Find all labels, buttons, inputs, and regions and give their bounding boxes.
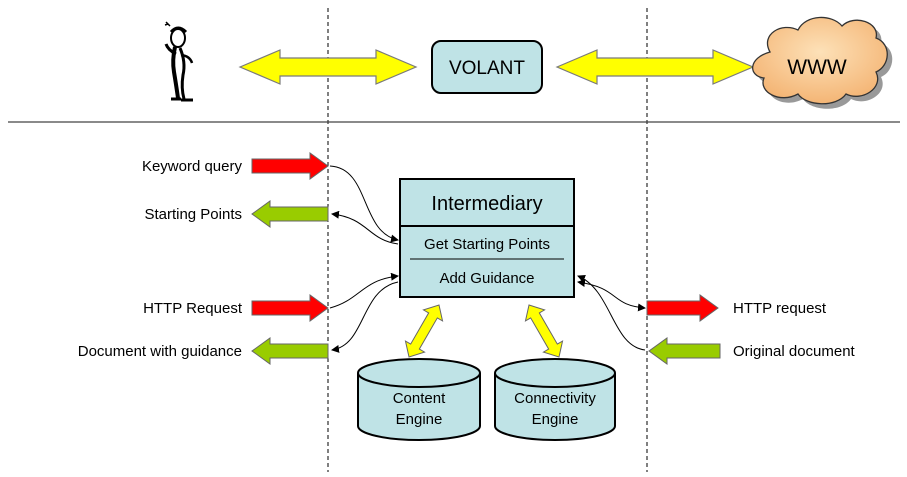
keyword-query-label: Keyword query: [142, 158, 243, 175]
http-to-intermediary-connector: [329, 272, 399, 309]
connectivity-engine-label-line2: Engine: [532, 411, 579, 428]
volant-box: [431, 40, 543, 94]
http-request-right-label: HTTP request: [733, 300, 827, 317]
add-guidance-label: Add Guidance: [439, 270, 534, 287]
content-engine-cylinder: [357, 358, 481, 441]
intermediary-to-starting-points-connector: [331, 210, 399, 245]
intermediary-title: Intermediary: [431, 193, 542, 215]
intermediary-box: [399, 178, 575, 298]
original-document-label: Original document: [733, 343, 856, 360]
http-request-right-red-arrow: [646, 294, 719, 322]
connectivity-engine-label-line1: Connectivity: [514, 390, 596, 407]
intermediary-to-document-connector: [331, 281, 399, 353]
keyword-to-intermediary-connector: [329, 165, 399, 243]
www-label: WWW: [787, 56, 847, 79]
volant-label: VOLANT: [449, 58, 525, 79]
http-request-left-red-arrow: [251, 294, 329, 322]
connectivity-engine-cylinder: [494, 358, 616, 441]
user-volant-double-arrow: [238, 49, 418, 85]
content-engine-link-arrow: [404, 304, 444, 358]
connectivity-engine-link-arrow: [524, 304, 564, 358]
original-document-to-intermediary-connector: [577, 274, 646, 351]
intermediary-to-http-right-connector: [577, 279, 646, 312]
document-guidance-green-arrow: [251, 337, 329, 365]
http-request-left-label: HTTP Request: [143, 300, 243, 317]
starting-points-label: Starting Points: [144, 206, 242, 223]
content-engine-label-line2: Engine: [396, 411, 443, 428]
original-document-green-arrow: [648, 337, 721, 365]
get-starting-points-label: Get Starting Points: [424, 236, 550, 253]
content-engine-label-line1: Content: [393, 390, 446, 407]
starting-points-green-arrow: [251, 200, 329, 228]
keyword-query-red-arrow: [251, 152, 329, 180]
document-with-guidance-label: Document with guidance: [78, 343, 242, 360]
volant-www-double-arrow: [555, 49, 755, 85]
www-cloud: [752, 16, 888, 105]
user-figure-icon: [164, 21, 194, 102]
